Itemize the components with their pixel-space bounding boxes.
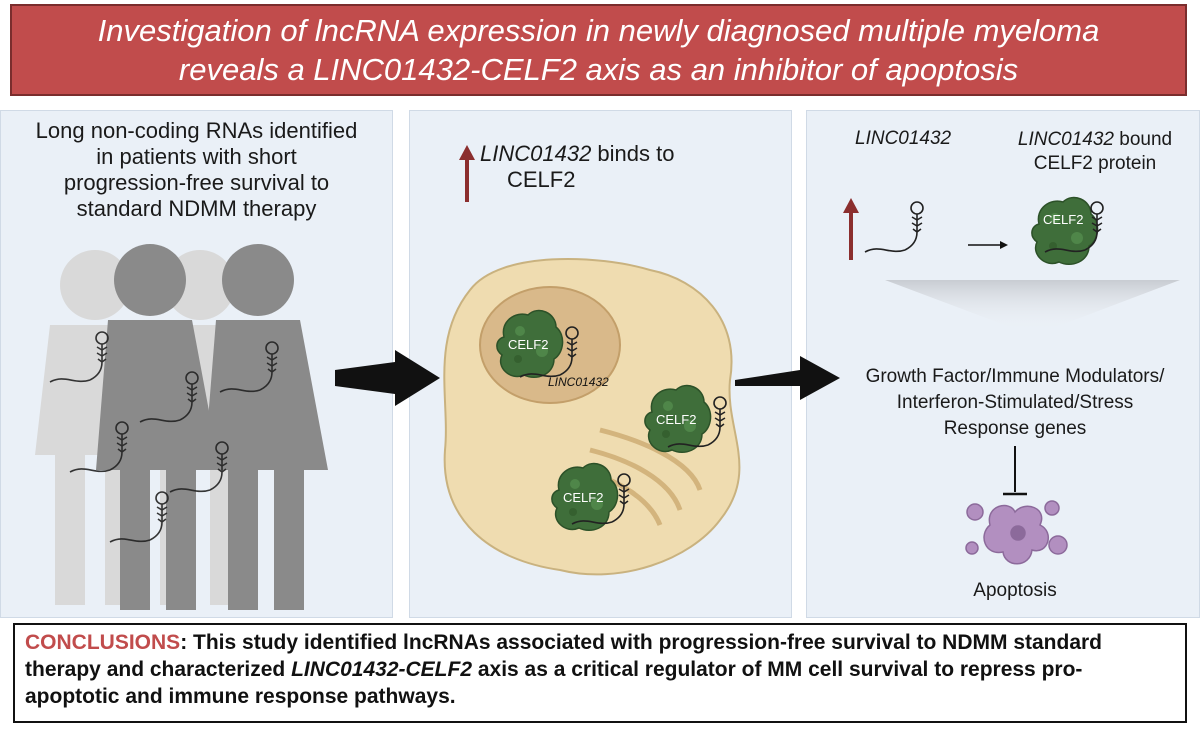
celf2-label: CELF2 [508,337,549,352]
apoptotic-cell-icon [965,500,1068,565]
title-line-2: reveals a LINC01432-CELF2 axis as an inh… [178,52,1019,87]
label-text: CELF2 protein [1033,153,1157,174]
rna-hairpin-icon [864,201,924,253]
title-line-1: Investigation of lncRNA expression in ne… [97,13,1100,48]
lncrna-name: LINC01432 [1017,129,1114,150]
celf2-protein-icon [1031,196,1099,266]
heading-text: binds to [591,141,675,166]
lincrna-label: LINC01432 [548,375,609,389]
heading-text: CELF2 [507,167,576,192]
target-genes-text: Growth Factor/Immune Modulators/ Interfe… [830,364,1200,442]
conclusions-box: CONCLUSIONS: This study identified lncRN… [13,623,1187,723]
label-lncrna: LINC01432 [855,128,952,149]
celf2-label: CELF2 [563,490,604,505]
conclusions-lead: CONCLUSIONS [25,631,181,654]
left-text-line: standard NDMM therapy [76,196,317,221]
celf2-label: CELF2 [1043,212,1084,227]
genes-line: Growth Factor/Immune Modulators/ [865,366,1165,387]
left-panel-text: Long non-coding RNAs identified in patie… [0,118,393,222]
up-arrow-icon [843,198,859,260]
arrow-middle-to-right [735,356,840,400]
arrow-left-to-middle [335,350,440,406]
conclusions-axis: LINC01432-CELF2 [291,658,472,681]
title-banner: Investigation of lncRNA expression in ne… [10,4,1187,96]
celf2-label: CELF2 [656,412,697,427]
genes-line: Response genes [943,418,1087,439]
left-text-line: progression-free survival to [63,170,330,195]
genes-line: Interferon-Stimulated/Stress [896,392,1134,413]
label-bound-protein: LINC01432 bound CELF2 protein [1000,128,1190,176]
inhibition-icon [1003,446,1027,496]
left-text-line: in patients with short [96,144,297,169]
apoptosis-label: Apoptosis [973,580,1057,601]
lncrna-name: LINC01432 [480,141,592,166]
conclusions-text: axis as a critical regulator of MM cell … [25,658,1083,708]
conclusions-text: : This study identified lncRNAs associat… [25,631,1103,681]
middle-heading: LINC01432 binds to CELF2 [480,141,740,193]
people-group-icon [35,244,328,610]
up-arrow-icon [459,145,475,202]
left-text-line: Long non-coding RNAs identified [35,118,358,143]
label-text: bound [1114,129,1173,150]
funnel-shape [885,280,1180,330]
